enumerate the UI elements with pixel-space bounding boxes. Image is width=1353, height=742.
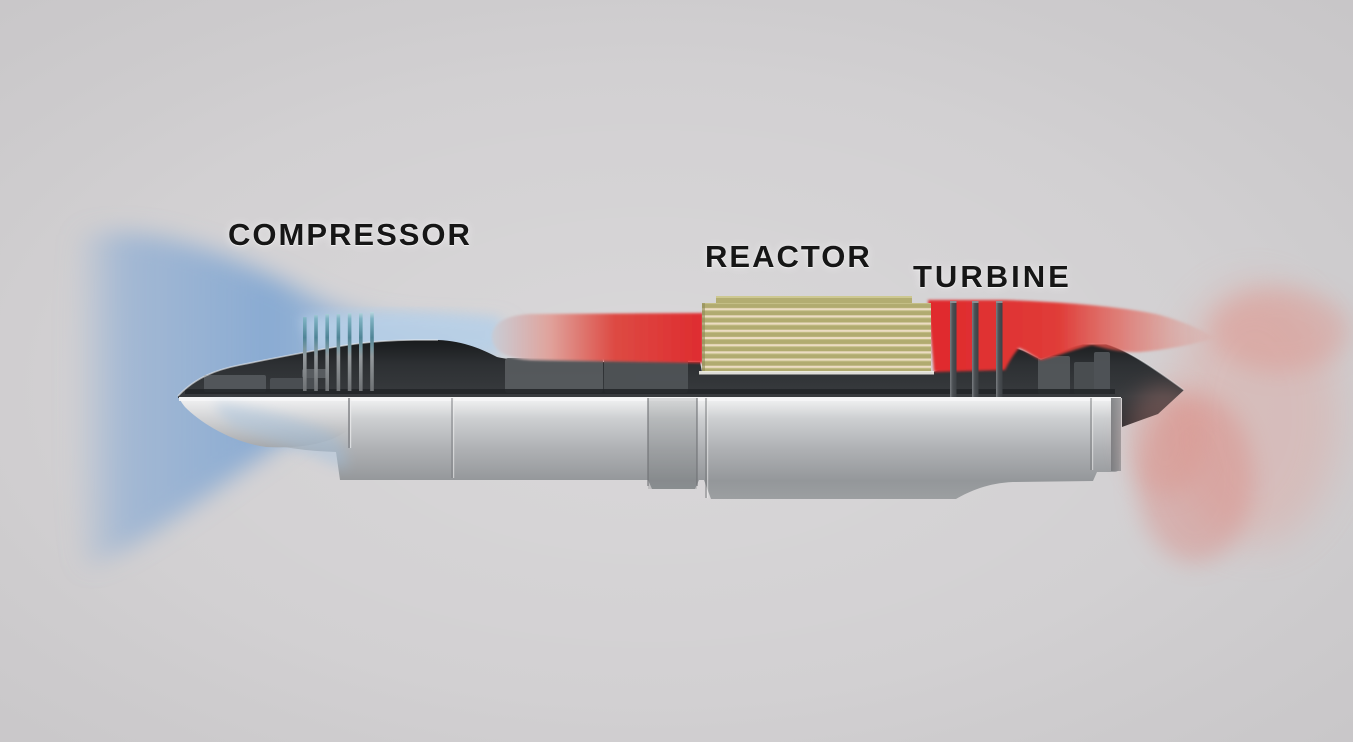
compressor-blades xyxy=(303,312,374,391)
reactor-core xyxy=(699,296,934,375)
flow-overlays xyxy=(215,385,1205,495)
hot-gas-duct xyxy=(492,313,703,363)
turbine-label: TURBINE xyxy=(913,259,1072,294)
reactor-label: REACTOR xyxy=(705,239,872,274)
compressor-label: COMPRESSOR xyxy=(228,217,472,252)
turbine-blades xyxy=(950,301,1003,397)
exhaust-plume xyxy=(1137,285,1350,563)
body-seams xyxy=(348,398,1121,498)
